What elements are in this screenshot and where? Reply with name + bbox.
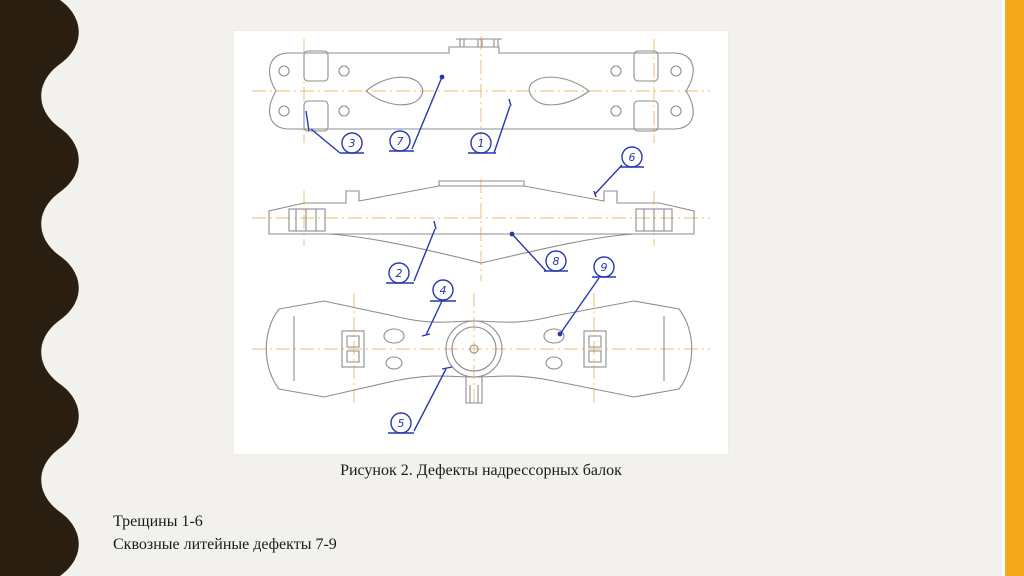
svg-text:1: 1 <box>478 137 485 150</box>
callout-5: 5 <box>388 368 447 434</box>
beam-top-view <box>252 36 710 149</box>
decorative-wavy-band <box>0 0 79 576</box>
svg-text:5: 5 <box>398 417 405 430</box>
svg-text:9: 9 <box>601 261 608 274</box>
accent-stripe <box>1002 0 1024 576</box>
figure-caption: Рисунок 2. Дефекты надрессорных балок <box>340 462 622 479</box>
cracks-note: Трещины 1-6 <box>113 513 203 530</box>
callout-7: 7 <box>389 76 443 152</box>
callout-1: 1 <box>468 105 511 154</box>
svg-text:2: 2 <box>396 267 403 280</box>
callout-2: 2 <box>386 228 436 284</box>
beam-side-view <box>252 179 710 281</box>
beam-defects-drawing: 3 7 1 6 2 8 <box>233 30 729 455</box>
svg-text:3: 3 <box>349 137 356 150</box>
svg-text:8: 8 <box>553 255 560 268</box>
callout-4: 4 <box>425 279 456 336</box>
callout-9: 9 <box>559 256 616 335</box>
svg-text:4: 4 <box>440 284 447 297</box>
svg-text:7: 7 <box>397 135 404 148</box>
casting-defects-note: Сквозные литейные дефекты 7-9 <box>113 536 337 553</box>
svg-text:6: 6 <box>629 151 636 164</box>
callout-3: 3 <box>310 128 364 154</box>
callout-8: 8 <box>511 233 568 272</box>
beam-bottom-view <box>252 293 710 404</box>
callout-6: 6 <box>594 146 644 195</box>
